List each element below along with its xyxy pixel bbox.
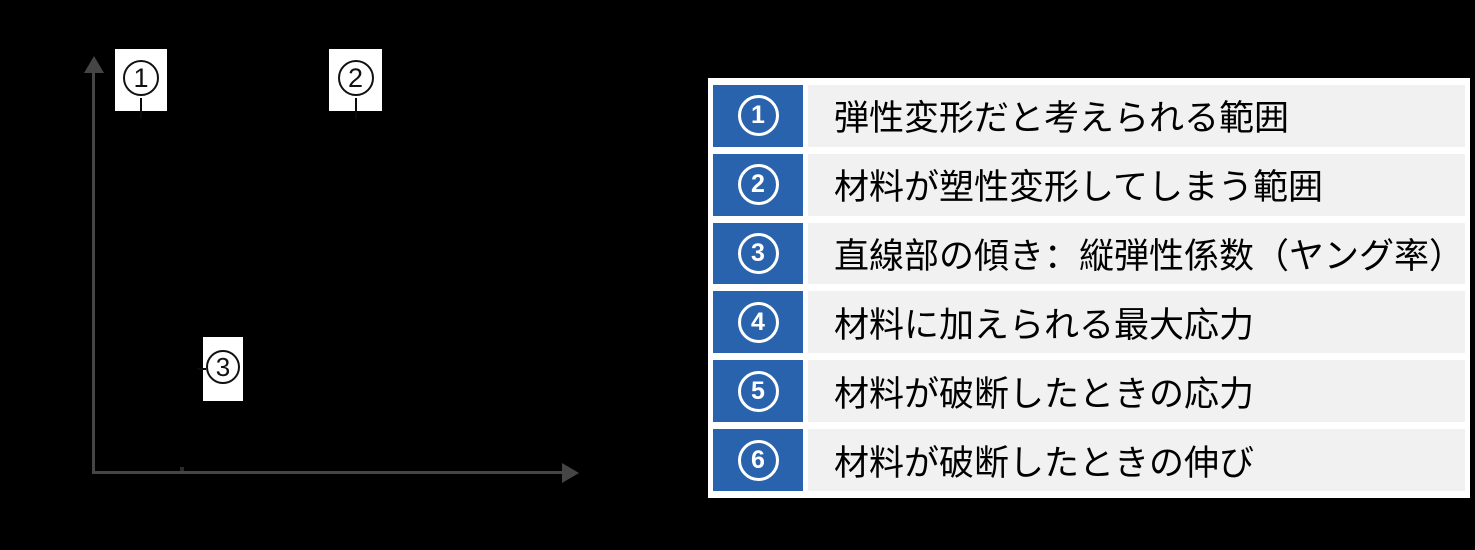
leader-line: [197, 368, 206, 370]
circled-number-3: 3: [206, 350, 240, 384]
callout-label-3: 3: [197, 337, 243, 401]
legend-row-3: 3 直線部の傾き：縦弾性係数（ヤング率）: [713, 222, 1465, 285]
circled-number-3: 3: [737, 233, 779, 275]
legend-text-3: 直線部の傾き：縦弾性係数（ヤング率）: [808, 222, 1465, 285]
curve-end-mark: [180, 467, 184, 471]
legend-text-1: 弾性変形だと考えられる範囲: [808, 85, 1465, 147]
y-axis-arrowhead-icon: [84, 56, 104, 73]
legend-number-cell-6: 6: [713, 429, 803, 491]
leader-line: [140, 98, 142, 119]
callout-label-1: 1: [115, 49, 167, 119]
legend-row-6: 6 材料が破断したときの伸び: [713, 429, 1465, 491]
legend-table: 1 弾性変形だと考えられる範囲 2 材料が塑性変形してしまう範囲 3 直線部の傾…: [708, 78, 1470, 498]
legend-number-cell-1: 1: [713, 85, 803, 147]
legend-row-4: 4 材料に加えられる最大応力: [713, 291, 1465, 354]
legend-text-6: 材料が破断したときの伸び: [808, 429, 1465, 491]
legend-row-1: 1 弾性変形だと考えられる範囲: [713, 85, 1465, 147]
legend-number-cell-3: 3: [713, 222, 803, 285]
y-axis-line: [92, 62, 95, 474]
leader-line: [354, 98, 357, 119]
circled-number-1: 1: [123, 60, 159, 96]
circled-number-6: 6: [737, 439, 779, 481]
circled-number-2: 2: [337, 60, 374, 96]
circled-number-1: 1: [737, 95, 779, 137]
legend-text-5: 材料が破断したときの応力: [808, 360, 1465, 423]
circled-number-2: 2: [737, 164, 779, 206]
legend-number-cell-5: 5: [713, 360, 803, 423]
x-axis-arrowhead-icon: [562, 463, 579, 483]
legend-number-cell-2: 2: [713, 153, 803, 216]
legend-text-2: 材料が塑性変形してしまう範囲: [808, 153, 1465, 216]
legend-row-5: 5 材料が破断したときの応力: [713, 360, 1465, 423]
legend-row-2: 2 材料が塑性変形してしまう範囲: [713, 153, 1465, 216]
legend-number-cell-4: 4: [713, 291, 803, 354]
circled-number-5: 5: [737, 370, 779, 412]
circled-number-4: 4: [737, 301, 779, 343]
legend-text-4: 材料に加えられる最大応力: [808, 291, 1465, 354]
x-axis-line: [92, 471, 565, 474]
callout-label-2: 2: [329, 49, 382, 119]
